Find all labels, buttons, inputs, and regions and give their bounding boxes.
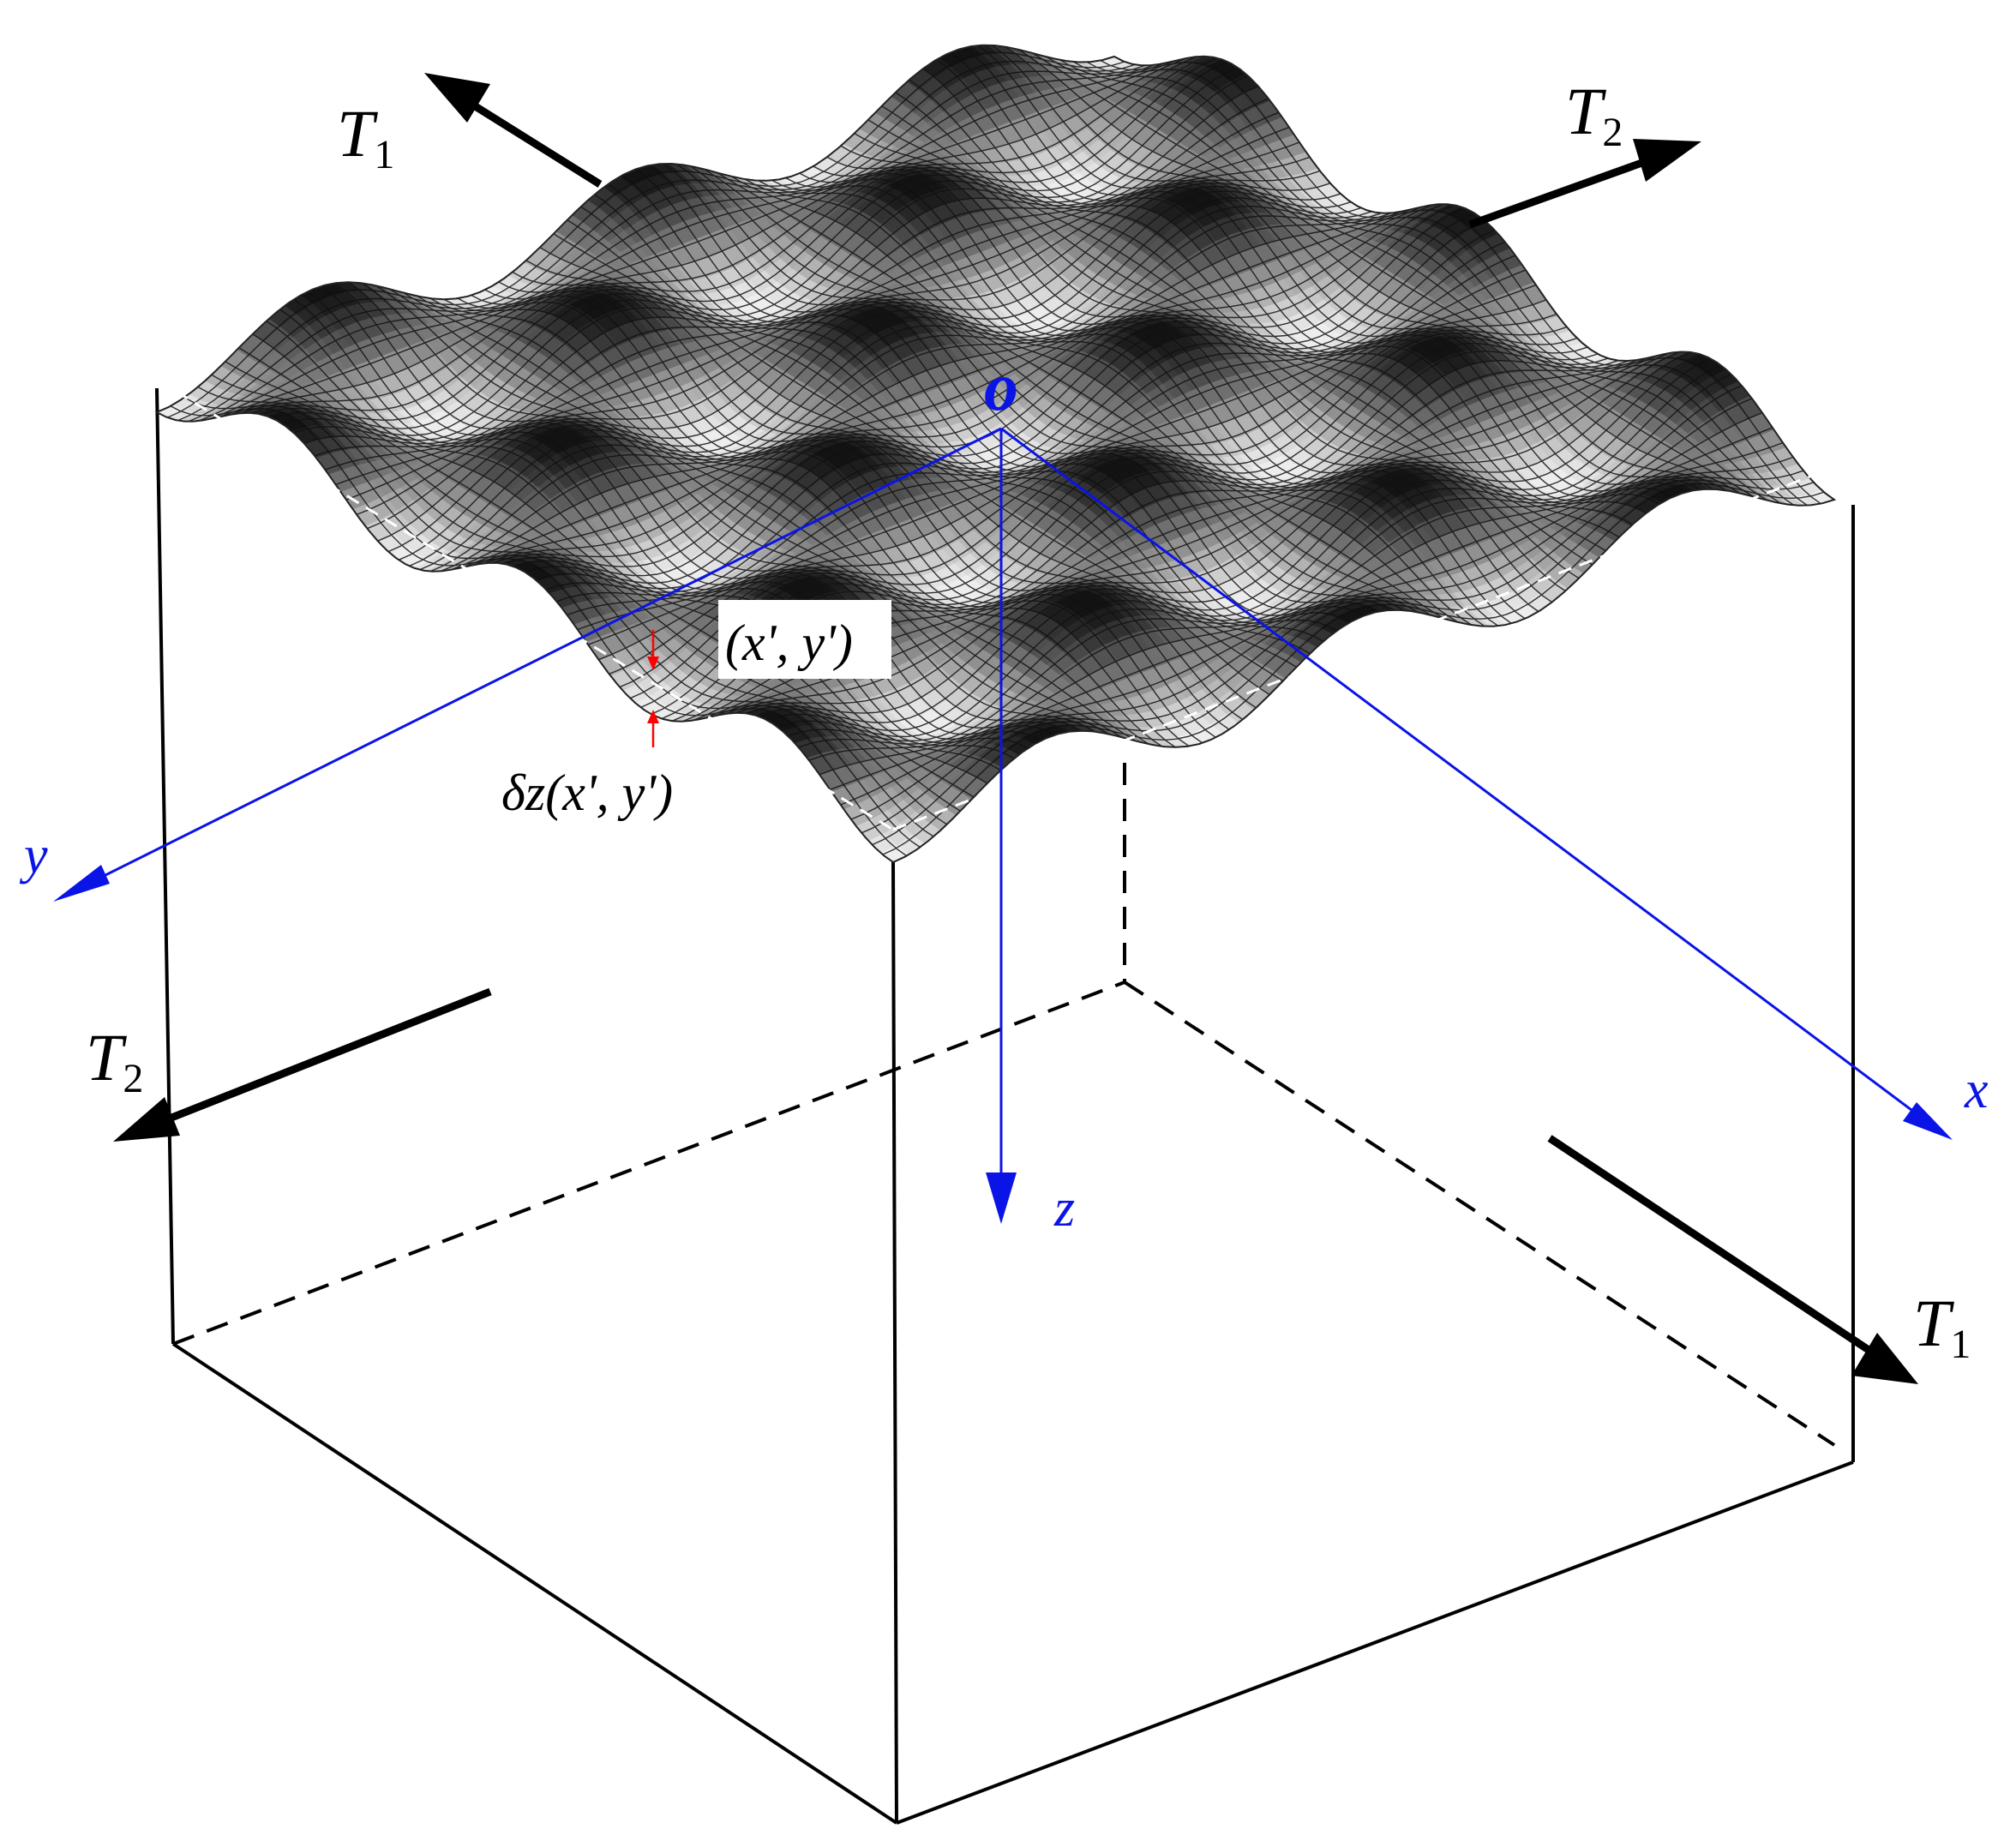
box-edge-front-vertical [891, 861, 898, 1824]
axis-y-arrowhead [53, 865, 110, 902]
axis-y-label: y [19, 826, 48, 885]
axis-z-label: z [1053, 1179, 1075, 1238]
box-edge-left-vertical [155, 387, 175, 1345]
t1-right-arrowhead [1851, 1333, 1918, 1384]
box-hidden-bottom-left [172, 980, 1125, 1346]
t2-left-arrow-shaft [157, 987, 492, 1127]
axis-x-label: x [1964, 1061, 1989, 1119]
origin-label: o [984, 350, 1018, 425]
t1-top-arrow-shaft [460, 95, 603, 188]
box-solid-edges [155, 387, 1855, 1825]
box-hidden-bottom-right [1123, 980, 1836, 1447]
axis-z-arrowhead [986, 1172, 1017, 1224]
t2-top-arrow-shaft [1468, 153, 1660, 229]
t2-left-label: T2 [86, 1020, 143, 1101]
t1-right-label: T1 [1913, 1286, 1971, 1367]
t2-top-label: T2 [1565, 74, 1623, 155]
t1-right-arrow-shaft [1547, 1135, 1871, 1353]
t1-top-label: T1 [337, 96, 394, 177]
box-hidden-edges [172, 763, 1836, 1447]
t2-top-arrowhead [1633, 139, 1701, 182]
box-edge-bottom-right [896, 1460, 1854, 1825]
deviation-label: δz(x', y') [501, 765, 673, 821]
wavy-mesh-surface [154, 44, 1837, 864]
box-edge-bottom-left [171, 1342, 898, 1825]
t1-top-arrowhead [424, 73, 490, 123]
point-label: (x', y') [725, 615, 853, 671]
